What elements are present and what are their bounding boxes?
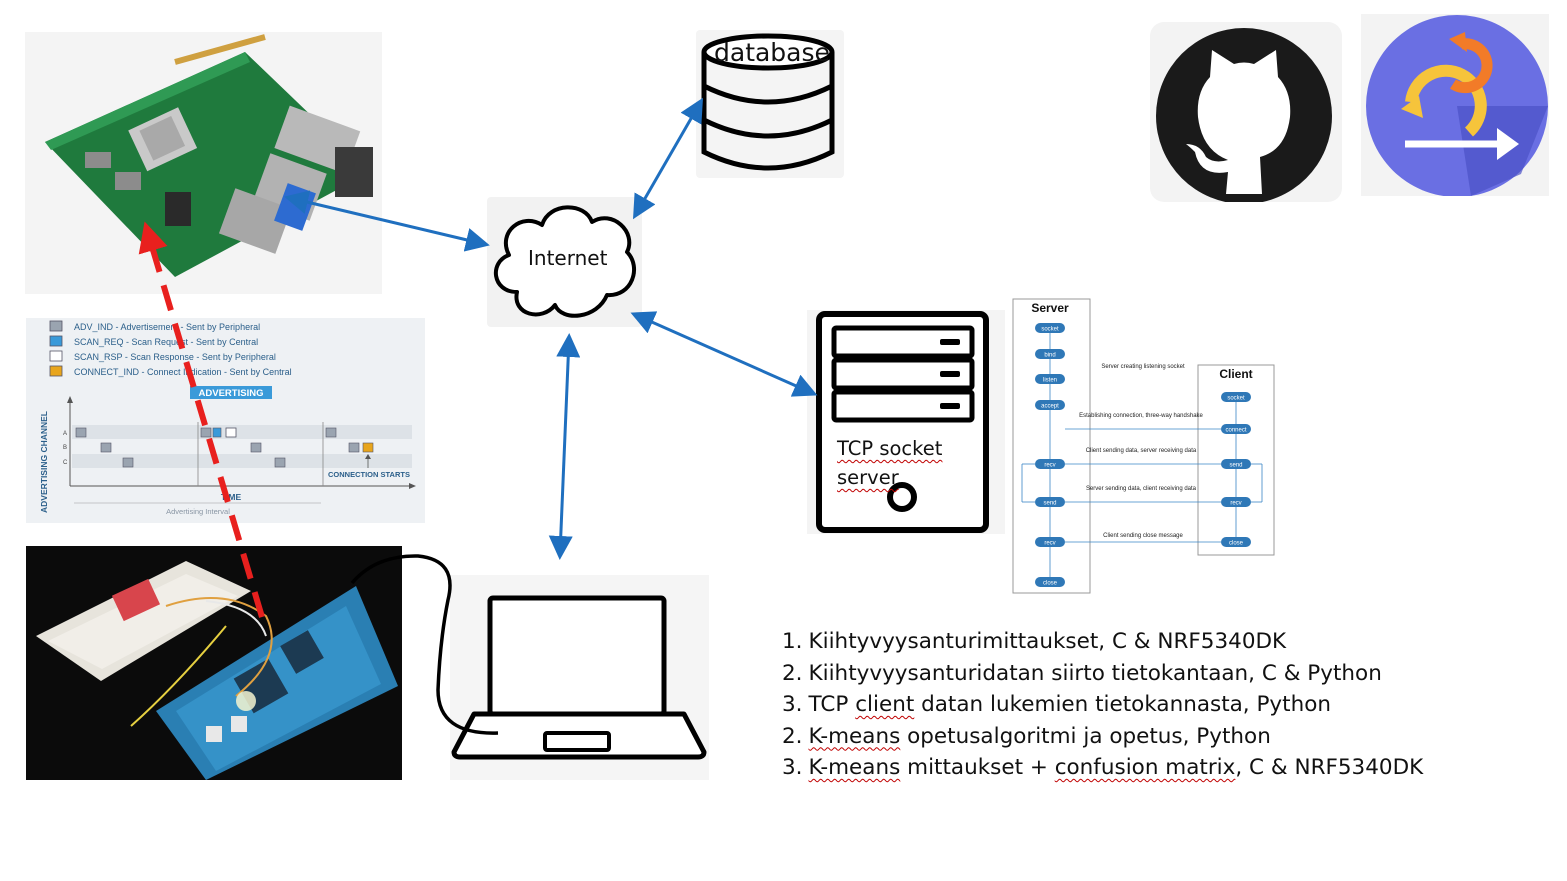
- task-number: 3.: [782, 692, 803, 717]
- task-text: , C & NRF5340DK: [1235, 755, 1424, 780]
- laptop: [450, 575, 709, 780]
- task-text: , C & NRF5340DK: [1098, 629, 1287, 654]
- client-step: close: [1221, 537, 1251, 547]
- legend-item: SCAN_RSP - Scan Response - Sent by Perip…: [74, 352, 276, 362]
- task-text: Kiihtyvyysanturimittaukset: [808, 629, 1099, 654]
- client-step: connect: [1221, 424, 1251, 434]
- legend-swatch-scan-req: [49, 335, 63, 347]
- server-step: bind: [1035, 349, 1065, 359]
- server-step: recv: [1035, 537, 1065, 547]
- x-axis-label: TIME: [221, 492, 242, 502]
- database: database: [696, 30, 844, 178]
- server-step-label: accept: [1041, 403, 1059, 409]
- tcp-server-label-line2: server: [837, 466, 899, 489]
- interval-label: Advertising Interval: [166, 507, 230, 516]
- task-text: datan lukemien tietokannasta, Python: [914, 692, 1331, 717]
- client-title: Client: [1219, 367, 1252, 381]
- server-step: accept: [1035, 400, 1065, 410]
- server-step: send: [1035, 497, 1065, 507]
- task-item: 3.K-means mittaukset + confusion matrix,…: [782, 752, 1423, 784]
- client-step-label: close: [1229, 540, 1244, 546]
- server-step: socket: [1035, 323, 1065, 333]
- flow-note: Establishing connection, three-way hands…: [1079, 413, 1203, 419]
- task-number: 3.: [782, 755, 803, 780]
- legend-item: ADV_IND - Advertisement - Sent by Periph…: [74, 322, 260, 332]
- github-logo: [1150, 22, 1342, 204]
- legend-item: SCAN_REQ - Scan Request - Sent by Centra…: [74, 337, 258, 347]
- task-item: 1.Kiihtyvyysanturimittaukset, C & NRF534…: [782, 626, 1423, 658]
- legend-swatch-scan-rsp: [49, 350, 63, 362]
- link-internet-database: [633, 97, 703, 220]
- database-label: database: [714, 38, 830, 67]
- channel-label: A: [63, 431, 67, 437]
- server-step-label: close: [1043, 580, 1058, 586]
- client-step-label: recv: [1230, 500, 1241, 506]
- client-step-label: socket: [1227, 395, 1245, 401]
- server-title: Server: [1031, 301, 1069, 315]
- server-step: recv: [1035, 459, 1065, 469]
- nrf5340dk-board-image: [26, 546, 402, 780]
- tcp-socket-server: TCP socket server: [807, 310, 1005, 534]
- channel-label: B: [63, 445, 67, 451]
- server-step-label: recv: [1044, 462, 1055, 468]
- flow-note: Server creating listening socket: [1101, 364, 1185, 370]
- client-step-label: connect: [1225, 427, 1246, 433]
- raspberry-pi-image: [25, 32, 382, 294]
- task-item: 3.TCP client datan lukemien tietokannast…: [782, 689, 1423, 721]
- task-text: K-means: [808, 755, 901, 780]
- task-text: client: [855, 692, 915, 717]
- link-internet-laptop: [548, 333, 581, 560]
- legend-swatch-connect: [49, 365, 63, 377]
- task-number: 1.: [782, 629, 803, 654]
- task-item: 2.K-means opetusalgoritmi ja opetus, Pyt…: [782, 721, 1423, 753]
- server-step-label: bind: [1044, 352, 1055, 358]
- task-text: confusion matrix: [1054, 755, 1236, 780]
- server-step-label: socket: [1041, 326, 1059, 332]
- task-number: 2.: [782, 723, 803, 749]
- task-item: 2.Kiihtyvyysanturidatan siirto tietokant…: [782, 658, 1423, 690]
- client-step: socket: [1221, 392, 1251, 402]
- flow-note: Client sending close message: [1103, 533, 1183, 539]
- client-step-label: send: [1229, 462, 1242, 468]
- advertising-banner-label: ADVERTISING: [199, 388, 264, 399]
- channel-label: C: [63, 460, 68, 466]
- socket-flow-diagram: Server Client socket bind listen accept recv…: [1012, 298, 1277, 594]
- task-text: mittaukset +: [900, 755, 1055, 780]
- flow-note: Client sending data, server receiving da…: [1086, 448, 1197, 454]
- server-step-label: recv: [1044, 540, 1055, 546]
- legend-swatch-adv: [49, 320, 63, 332]
- y-axis-label: ADVERTISING CHANNEL: [39, 411, 49, 513]
- ble-advertising-diagram: ADV_IND - Advertisement - Sent by Periph…: [26, 318, 425, 523]
- connection-starts-label: CONNECTION STARTS: [328, 470, 410, 479]
- internet-cloud: Internet: [487, 197, 642, 327]
- task-text: Kiihtyvyysanturidatan siirto tietokantaa…: [808, 660, 1382, 686]
- scrum-logo: [1361, 14, 1549, 197]
- task-list: 1.Kiihtyvyysanturimittaukset, C & NRF534…: [782, 626, 1423, 784]
- task-number: 2.: [782, 660, 803, 686]
- task-text: K-means: [808, 723, 901, 749]
- server-step: listen: [1035, 374, 1065, 384]
- link-internet-server: [630, 311, 818, 397]
- server-step-label: listen: [1043, 377, 1057, 383]
- internet-label: Internet: [528, 246, 608, 270]
- flow-note: Server sending data, client receiving da…: [1086, 486, 1197, 492]
- client-step: recv: [1221, 497, 1251, 507]
- client-step: send: [1221, 459, 1251, 469]
- server-step-label: send: [1043, 500, 1056, 506]
- task-text: TCP: [808, 692, 856, 717]
- task-text: opetusalgoritmi ja opetus, Python: [900, 723, 1271, 749]
- tcp-server-label-line1: TCP socket: [837, 437, 943, 460]
- server-step: close: [1035, 577, 1065, 587]
- legend-item: CONNECT_IND - Connect Indication - Sent …: [74, 367, 292, 377]
